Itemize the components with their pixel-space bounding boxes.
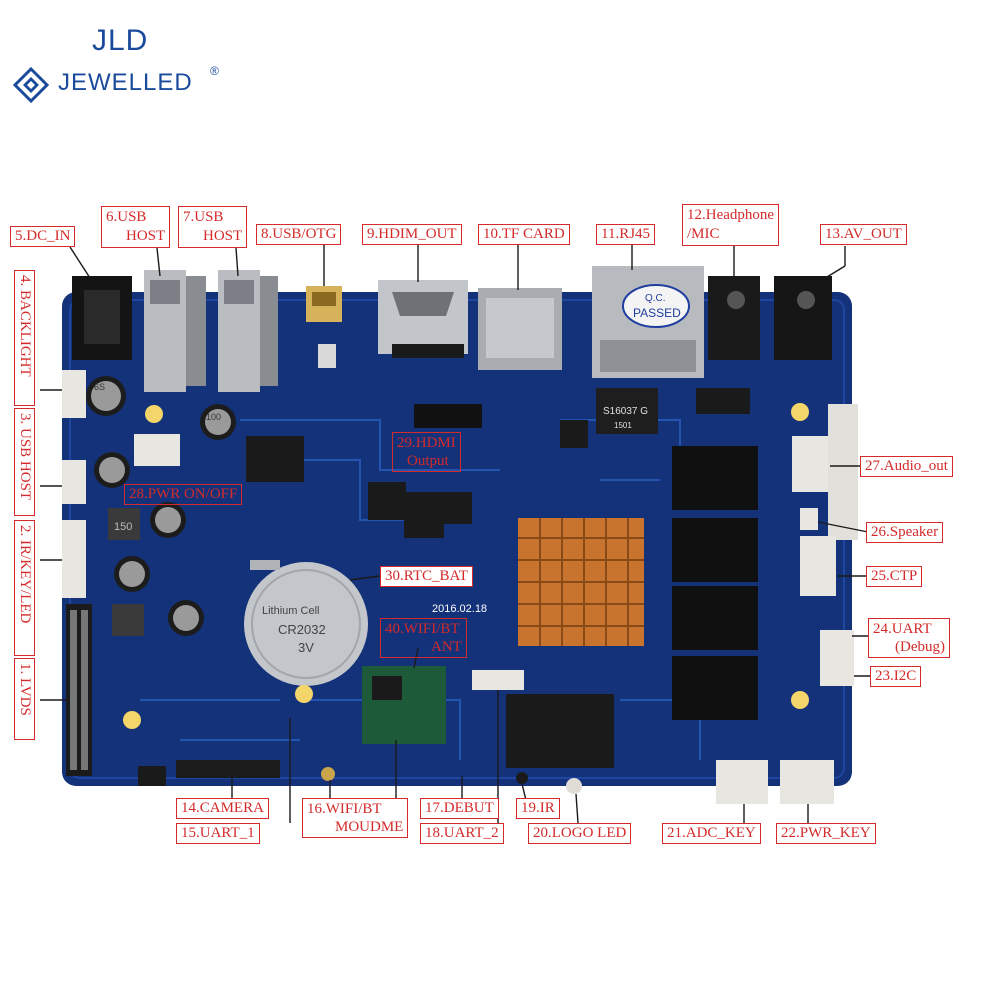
capacitor-group <box>86 376 236 636</box>
ram-chip-4 <box>672 656 758 720</box>
callout-wifi-ant-line-2: ANT <box>431 639 462 655</box>
main-processor <box>506 694 614 768</box>
callout-hdmi-output-line-1: 29.HDMI <box>397 435 456 451</box>
callout-audio-out: 27.Audio_out <box>860 456 953 477</box>
logo-led <box>566 778 582 794</box>
ic-chip-5 <box>560 420 588 448</box>
ram-chip-3 <box>672 586 758 650</box>
callout-pwr-key: 22.PWR_KEY <box>776 823 876 844</box>
callout-camera: 14.CAMERA <box>176 798 269 819</box>
audio-out-connector <box>792 436 828 492</box>
callout-usb-host-2-line-2: HOST <box>203 228 243 244</box>
ic-chip-1 <box>246 436 304 482</box>
callout-wifi-module-line-2: MOUDME <box>335 819 404 835</box>
pwr-onoff-connector <box>134 434 180 466</box>
callout-ir: 19.IR <box>516 798 560 819</box>
stamp-line-2: PASSED <box>633 306 681 320</box>
callout-hdmi-out: 9.HDIM_OUT <box>362 224 462 245</box>
battery-line-2: CR2032 <box>278 622 326 637</box>
ram-chip-2 <box>672 518 758 582</box>
battery-line-3: 3V <box>298 640 314 655</box>
callout-usb-host-3: 3. USB HOST <box>14 408 35 516</box>
callout-uart-2: 18.UART_2 <box>420 823 504 844</box>
brand-short-name: JLD <box>92 24 149 57</box>
callout-usb-host-2-line-1: 7.USB <box>183 209 224 225</box>
inductor-2 <box>112 604 144 636</box>
inductor-label: 150 <box>114 521 132 533</box>
ic-chip-4 <box>442 492 472 524</box>
callout-backlight: 4. BACKLIGHT <box>14 270 35 406</box>
battery-line-1: Lithium Cell <box>262 605 319 617</box>
callout-dc-in: 5.DC_IN <box>10 226 76 247</box>
rtc-battery <box>244 562 368 686</box>
speaker-connector <box>800 508 818 530</box>
callout-wifi-bt-ant: 40.WIFI/BT ANT <box>380 618 467 658</box>
cap-label-c3: 100 <box>206 412 221 422</box>
callout-usb-host-2: 7.USB HOST <box>178 206 248 248</box>
callout-ctp: 25.CTP <box>866 566 923 587</box>
lvds-header <box>66 604 92 776</box>
uart2-connector <box>472 670 524 690</box>
stamp-line-1: Q.C. <box>645 293 666 304</box>
callout-tf-card: 10.TF CARD <box>478 224 570 245</box>
hdmi-header-pins <box>414 404 482 428</box>
ctp-connector <box>800 536 836 596</box>
callout-hdmi-output-line-2: Output <box>407 453 449 469</box>
callout-usb-host-1: 6.USB HOST <box>101 206 171 248</box>
brand-logo-block: JLD JEWELLED ® <box>0 0 240 110</box>
usb-host-connector <box>62 460 86 504</box>
callout-uart-debug: 24.UART (Debug) <box>868 618 950 658</box>
callout-rtc-bat: 30.RTC_BAT <box>380 566 473 587</box>
ir-receiver <box>516 772 528 784</box>
ic-chip-2 <box>368 482 406 520</box>
chip-mark-top: S16037 G <box>603 406 648 417</box>
ir-key-led-connector <box>62 520 86 598</box>
board-date-print: 2016.02.18 <box>432 603 487 615</box>
callout-usb-host-1-line-1: 6.USB <box>106 209 147 225</box>
callout-usb-otg: 8.USB/OTG <box>256 224 342 245</box>
headphone-jack <box>708 276 760 360</box>
callout-usb-host-1-line-2: HOST <box>126 228 166 244</box>
adc-key-connector <box>716 760 768 804</box>
callout-adc-key: 21.ADC_KEY <box>662 823 761 844</box>
callout-wifi-ant-line-1: 40.WIFI/BT <box>385 621 460 637</box>
callout-wifi-bt-module: 16.WIFI/BT MOUDME <box>302 798 409 838</box>
qc-passed-stamp: Q.C. PASSED <box>622 284 690 328</box>
callout-lvds: 1. LVDS <box>14 658 35 740</box>
hdmi-port <box>378 280 468 354</box>
uart-debug-connector <box>820 630 854 686</box>
callout-logo-led: 20.LOGO LED <box>528 823 632 844</box>
ram-chip-1 <box>672 446 758 510</box>
ic-chip-3 <box>404 492 444 538</box>
camera-connector <box>176 760 280 778</box>
brand-name: JEWELLED <box>58 69 193 96</box>
small-chip-right <box>696 388 750 414</box>
cap-label-c1: 6S <box>94 382 105 392</box>
pwr-key-connector <box>780 760 834 804</box>
callout-pwr-on-off: 28.PWR ON/OFF <box>124 484 243 505</box>
inductor-1 <box>108 508 140 540</box>
callout-uart-1: 15.UART_1 <box>176 823 260 844</box>
callout-uart-debug-line-2: (Debug) <box>895 639 945 655</box>
callout-speaker: 26.Speaker <box>866 522 944 543</box>
transformer-chip <box>596 388 658 434</box>
callout-rj45: 11.RJ45 <box>596 224 656 245</box>
callout-headphone-mic: 12.Headphone /MIC <box>682 204 780 246</box>
callout-debut: 17.DEBUT <box>420 798 499 819</box>
callout-i2c: 23.I2C <box>870 666 922 687</box>
callout-uart-debug-line-1: 24.UART <box>873 621 932 637</box>
callout-ir-key-led: 2. IR/KEY/LED <box>14 520 35 656</box>
callout-wifi-module-line-1: 16.WIFI/BT <box>307 801 382 817</box>
registered-mark: ® <box>210 64 219 78</box>
callout-hdmi-output: 29.HDMI Output <box>392 432 461 472</box>
callout-headphone-line-2: /MIC <box>687 226 720 242</box>
chip-mark-bottom: 1501 <box>614 421 632 430</box>
backlight-connector <box>62 370 86 418</box>
callout-av-out: 13.AV_OUT <box>820 224 907 245</box>
av-out-jack <box>774 276 832 360</box>
wifi-antenna-connector <box>321 767 335 781</box>
callout-headphone-line-1: 12.Headphone <box>687 207 775 223</box>
diamond-logo-icon <box>13 67 49 103</box>
